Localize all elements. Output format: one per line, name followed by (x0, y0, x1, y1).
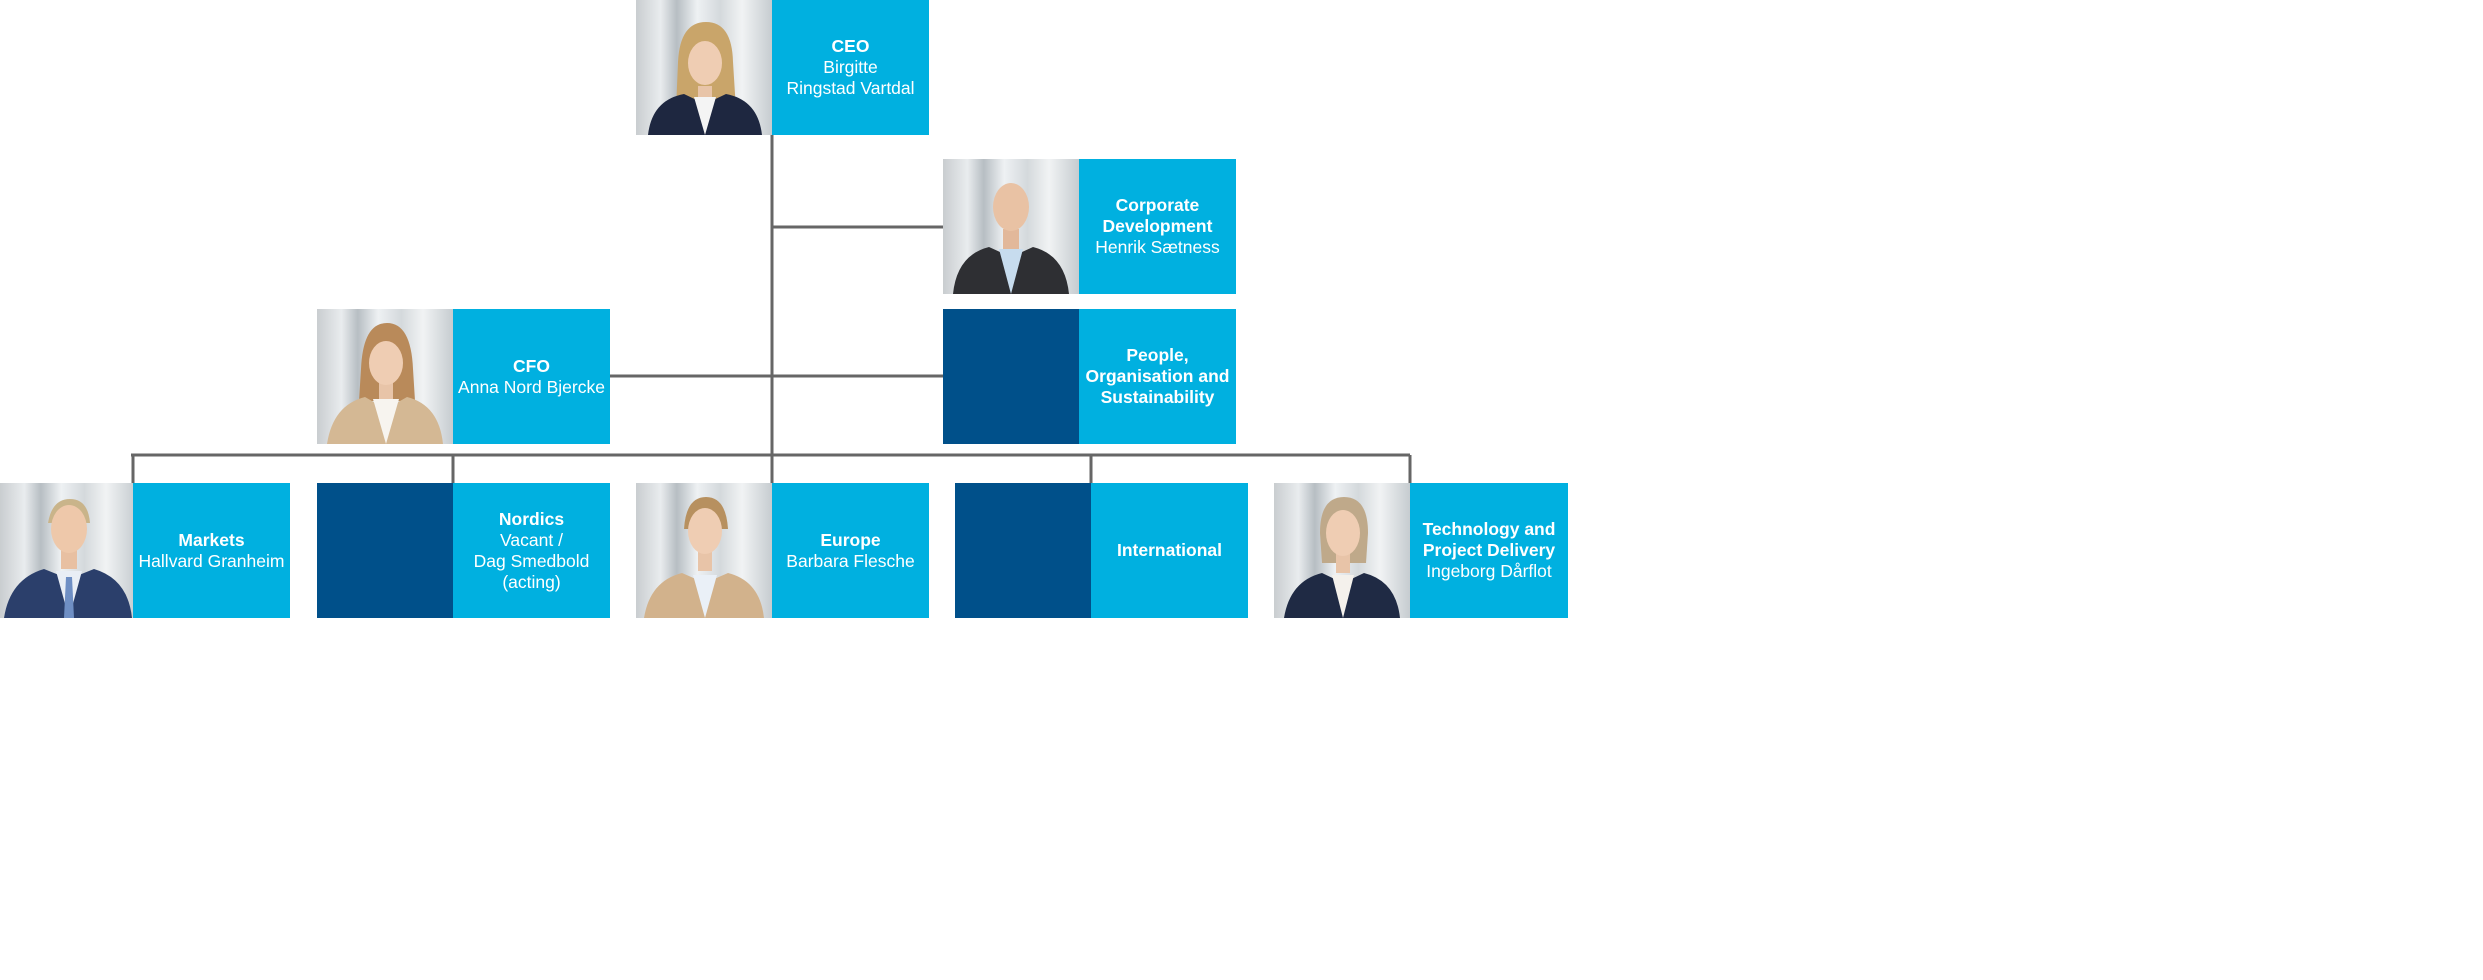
cfo-box: CFO Anna Nord Bjercke (453, 309, 610, 444)
markets-name: Hallvard Granheim (138, 550, 285, 571)
nordics-box: Nordics Vacant / Dag Smedbold (acting) (453, 483, 610, 618)
corporate-development-role: Corporate Development (1102, 195, 1213, 236)
people-box: People, Organisation and Sustainability (1079, 309, 1236, 444)
ceo-role: CEO (831, 36, 870, 56)
ceo-portrait (636, 0, 772, 135)
corporate-development-portrait (943, 159, 1079, 294)
markets-role: Markets (178, 529, 245, 550)
cfo-role: CFO (513, 355, 550, 376)
europe-role: Europe (820, 529, 881, 550)
international-box: International (1091, 483, 1248, 618)
technology-role: Technology and Project Delivery (1422, 519, 1556, 560)
nordics-portrait-placeholder (317, 483, 453, 618)
corporate-development-name: Henrik Sætness (1095, 237, 1220, 257)
cfo-portrait (317, 309, 453, 444)
markets-portrait (0, 483, 136, 618)
europe-name: Barbara Flesche (786, 550, 915, 571)
europe-portrait (636, 483, 772, 618)
corporate-development-box: Corporate Development Henrik Sætness (1079, 159, 1236, 294)
people-portrait-placeholder (943, 309, 1079, 444)
technology-name: Ingeborg Dårflot (1426, 561, 1552, 581)
people-role: People, Organisation and Sustainability (1085, 345, 1230, 407)
nordics-name: Vacant / Dag Smedbold (acting) (473, 529, 590, 592)
nordics-role: Nordics (498, 508, 565, 529)
markets-box: Markets Hallvard Granheim (133, 483, 290, 618)
ceo-name: Birgitte Ringstad Vartdal (786, 57, 915, 98)
technology-portrait (1274, 483, 1410, 618)
international-role: International (1116, 540, 1222, 560)
technology-box: Technology and Project Delivery Ingeborg… (1410, 483, 1568, 618)
ceo-box: CEO Birgitte Ringstad Vartdal (772, 0, 929, 135)
international-portrait-placeholder (955, 483, 1091, 618)
europe-box: Europe Barbara Flesche (772, 483, 929, 618)
cfo-name: Anna Nord Bjercke (458, 376, 605, 397)
